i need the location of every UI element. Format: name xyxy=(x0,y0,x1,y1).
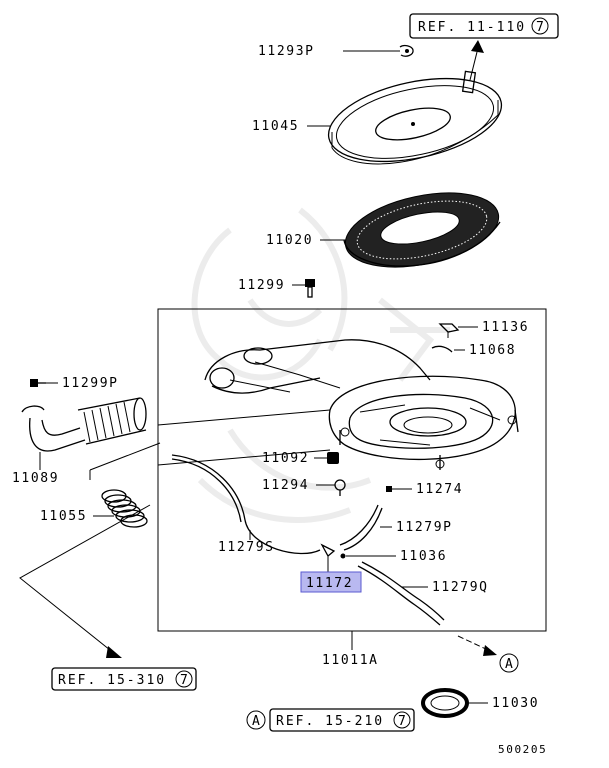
hose-11279S xyxy=(171,454,321,555)
label-11020: 11020 xyxy=(266,233,313,248)
marker-a-bottom-text: A xyxy=(252,714,262,729)
arrow-down-icon xyxy=(106,646,122,658)
label-11299: 11299 xyxy=(238,278,285,293)
ref-top-num: 7 xyxy=(536,20,546,35)
hose-11068 xyxy=(431,345,453,353)
label-11068: 11068 xyxy=(469,343,516,358)
clip-11274 xyxy=(386,486,392,492)
ref-bottom-num: 7 xyxy=(398,714,408,729)
filter-element xyxy=(343,192,501,268)
bolt-part xyxy=(305,279,315,298)
clamp-11136 xyxy=(438,323,460,338)
watermark-logo xyxy=(191,207,450,523)
intake-duct xyxy=(21,397,147,452)
diagram-id: 500205 xyxy=(498,743,547,756)
circle-num-icon xyxy=(531,17,549,35)
marker-a-right-text: A xyxy=(505,657,515,672)
ref-left-text: REF. 15-310 xyxy=(58,673,166,688)
label-11092: 11092 xyxy=(262,451,309,466)
ref-top-text: REF. 11-110 xyxy=(418,20,526,35)
label-11279P: 11279P xyxy=(396,520,453,535)
joint-11036 xyxy=(340,553,346,559)
ref-bottom-text: REF. 15-210 xyxy=(276,714,384,729)
ref-box-left[interactable]: REF. 15-310 7 xyxy=(51,667,197,691)
ref-box-bottom[interactable]: REF. 15-210 7 xyxy=(269,708,415,732)
air-cleaner-case xyxy=(157,339,519,470)
connector-11172 xyxy=(320,543,336,572)
label-11172: 11172 xyxy=(306,576,353,591)
highlight-11172[interactable] xyxy=(300,571,362,593)
label-11279Q: 11279Q xyxy=(432,580,489,595)
air-cleaner-cover xyxy=(327,70,503,165)
label-11011A: 11011A xyxy=(322,653,379,668)
label-11274: 11274 xyxy=(416,482,463,497)
spring-hose xyxy=(101,489,148,528)
label-11136: 11136 xyxy=(482,320,529,335)
marker-a-right[interactable]: A xyxy=(499,653,519,673)
arrow-up-icon xyxy=(469,40,484,81)
label-11036: 11036 xyxy=(400,549,447,564)
label-11089: 11089 xyxy=(12,471,59,486)
label-11279S: 11279S xyxy=(218,540,275,555)
label-11055: 11055 xyxy=(40,509,87,524)
gasket-11030 xyxy=(421,688,469,718)
label-11293P: 11293P xyxy=(258,44,315,59)
grommet-11092 xyxy=(327,452,339,464)
label-11045: 11045 xyxy=(252,119,299,134)
clip-part xyxy=(399,44,414,57)
hose-11279P xyxy=(339,504,379,546)
ref-box-top[interactable]: REF. 11-110 7 xyxy=(409,13,559,39)
ref-left-num: 7 xyxy=(180,673,190,688)
ref-line-left xyxy=(19,504,151,651)
label-11299P: 11299P xyxy=(62,376,119,391)
marker-a-bottom[interactable]: A xyxy=(246,710,266,730)
arrow-to-a-icon xyxy=(457,635,497,656)
hose-11279Q xyxy=(357,565,441,626)
screw-11299P xyxy=(30,379,46,387)
label-11294: 11294 xyxy=(262,478,309,493)
label-11030: 11030 xyxy=(492,696,539,711)
